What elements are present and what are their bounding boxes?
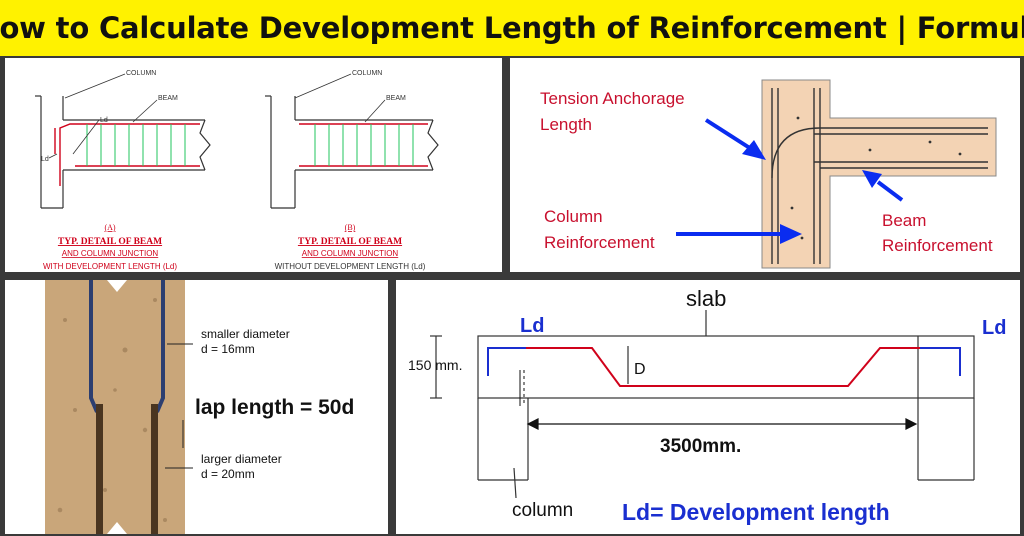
slab-development-drawing: slab Ld Ld 150 mm. D 3500mm. column Ld= … — [408, 286, 1006, 525]
caption-a-line3: WITH DEVELOPMENT LENGTH (Ld) — [43, 262, 177, 271]
caption-b-line3: WITHOUT DEVELOPMENT LENGTH (Ld) — [275, 262, 426, 271]
beam-column-detail-drawing: COLUMN BEAM Ld Ld (A) TYP. DETAIL OF BEA… — [35, 70, 439, 271]
beam-label-line2: Reinforcement — [882, 236, 993, 255]
lap-length-label: lap length = 50d — [195, 396, 354, 419]
arrow-column — [676, 224, 802, 244]
depth-label: D — [634, 361, 646, 378]
larger-diameter-line2: d = 20mm — [201, 467, 255, 481]
span-label: 3500mm. — [660, 436, 741, 457]
larger-diameter-line1: larger diameter — [201, 452, 282, 466]
ld-label-side: Ld — [41, 156, 49, 163]
caption-b-title: TYP. DETAIL OF BEAM — [298, 237, 402, 247]
ld-legend: Ld= Development length — [622, 499, 890, 525]
title-banner: How to Calculate Development Length of R… — [0, 0, 1024, 56]
beam-label-line1: Beam — [882, 211, 926, 230]
slab-rebar — [526, 347, 920, 387]
caption-a-line2: AND COLUMN JUNCTION — [62, 249, 159, 258]
ld-label-top: Ld — [100, 117, 108, 124]
smaller-diameter-line1: smaller diameter — [201, 327, 290, 341]
tension-label-line2: Length — [540, 115, 592, 134]
column-label-b: COLUMN — [352, 70, 382, 77]
lap-length-drawing: smaller diameter d = 16mm lap length = 5… — [45, 280, 354, 534]
caption-a-letter: (A) — [104, 223, 115, 232]
column-label-line1: Column — [544, 207, 603, 226]
thickness-label: 150 mm. — [408, 357, 462, 373]
beam-column-detail-panel: COLUMN BEAM Ld Ld (A) TYP. DETAIL OF BEA… — [5, 58, 502, 272]
anchorage-panel: Tension Anchorage Length Column Reinforc… — [510, 58, 1020, 272]
caption-b-letter: (B) — [345, 223, 356, 232]
lap-length-panel: smaller diameter d = 16mm lap length = 5… — [5, 280, 388, 534]
arrow-tension — [704, 118, 766, 160]
smaller-diameter-line2: d = 16mm — [201, 342, 255, 356]
slab-label: slab — [686, 286, 726, 311]
caption-a-title: TYP. DETAIL OF BEAM — [58, 237, 162, 247]
caption-b-line2: AND COLUMN JUNCTION — [302, 249, 399, 258]
ld-right-bar — [920, 347, 961, 376]
beam-label-b: BEAM — [386, 95, 406, 102]
ld-right-label: Ld — [982, 317, 1006, 339]
banner-title: How to Calculate Development Length of R… — [0, 11, 1024, 45]
tension-label-line1: Tension Anchorage — [540, 89, 685, 108]
anchorage-drawing: Tension Anchorage Length Column Reinforc… — [540, 79, 997, 269]
slab-development-panel: slab Ld Ld 150 mm. D 3500mm. column Ld= … — [396, 280, 1020, 534]
ld-left-bar — [487, 347, 526, 376]
beam-label-a: BEAM — [158, 95, 178, 102]
column-label-a: COLUMN — [126, 70, 156, 77]
column-label-line2: Reinforcement — [544, 233, 655, 252]
column-label: column — [512, 500, 573, 521]
ld-left-label: Ld — [520, 315, 544, 337]
arrow-beam — [862, 170, 904, 202]
